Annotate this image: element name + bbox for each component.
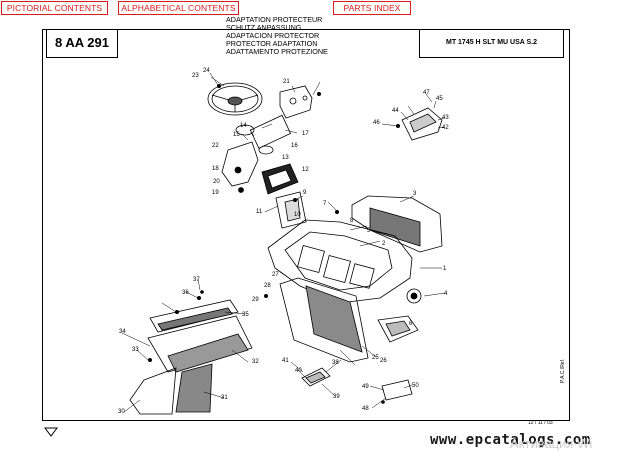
- section-titles: ADAPTATION PROTECTEUR SCHUTZ ANPASSUNG A…: [226, 16, 328, 56]
- callout-50: 50: [412, 383, 419, 389]
- leader-lines: [121, 72, 446, 413]
- callout-13: 13: [282, 155, 289, 161]
- callout-41: 41: [282, 358, 289, 364]
- callout-36: 36: [182, 290, 189, 296]
- website-url: www.epcatalogs.com: [430, 432, 591, 448]
- title-es: ADAPTACION PROTECTOR: [226, 31, 320, 40]
- callout-42: 42: [442, 125, 449, 131]
- mount-plate: [381, 379, 413, 401]
- callout-9: 9: [303, 190, 307, 196]
- callout-22: 22: [212, 143, 219, 149]
- footer-rule: [42, 420, 570, 422]
- page-down-arrow-icon[interactable]: [44, 427, 58, 437]
- callout-27: 27: [272, 272, 279, 278]
- side-panels: [129, 299, 253, 415]
- callout-4: 4: [444, 291, 448, 297]
- callout-12: 12: [302, 167, 309, 173]
- callout-1: 1: [443, 266, 447, 272]
- column-boot: [261, 163, 307, 229]
- callout-16: 16: [291, 143, 298, 149]
- callout-8: 8: [350, 218, 354, 224]
- callout-23: 23: [192, 73, 199, 79]
- title-de: SCHUTZ ANPASSUNG: [226, 23, 302, 32]
- callout-39: 39: [333, 394, 340, 400]
- callout-21: 21: [283, 79, 290, 85]
- lower-panel: [279, 277, 369, 363]
- mount-bracket: [279, 85, 313, 119]
- section-code: 8 AA 291: [46, 29, 118, 58]
- callout-6: 6: [409, 321, 413, 327]
- callout-48: 48: [362, 406, 369, 412]
- title-en: PROTECTOR ADAPTATION: [226, 39, 318, 48]
- callout-labels: 1 2 3 4 5 6 7 8 9 10 11 12 13 14 15 16 1…: [118, 68, 449, 415]
- callout-37: 37: [193, 277, 200, 283]
- callout-3: 3: [413, 191, 417, 197]
- callout-10: 10: [294, 212, 301, 218]
- callout-11: 11: [256, 209, 263, 215]
- title-fr: ADAPTATION PROTECTEUR: [226, 15, 323, 24]
- parts-index-button[interactable]: PARTS INDEX: [333, 1, 411, 15]
- callout-24: 24: [203, 68, 210, 74]
- callout-38: 38: [332, 360, 339, 366]
- callout-7: 7: [323, 201, 327, 207]
- callout-14: 14: [240, 123, 247, 129]
- callout-49: 49: [362, 384, 369, 390]
- callout-32: 32: [252, 359, 259, 365]
- activation-watermark: Активация Wi: [510, 436, 593, 451]
- callout-26: 26: [380, 358, 387, 364]
- callout-29: 29: [252, 297, 259, 303]
- callout-19: 19: [212, 190, 219, 196]
- callout-45: 45: [436, 96, 443, 102]
- callout-40: 40: [295, 368, 302, 374]
- callout-17: 17: [302, 131, 309, 137]
- left-border: [42, 29, 44, 420]
- callout-28: 28: [264, 283, 271, 289]
- callout-18: 18: [212, 166, 219, 172]
- callout-20: 20: [213, 179, 220, 185]
- callout-46: 46: [373, 120, 380, 126]
- revision-date: 12 / 11 / 03: [528, 420, 553, 426]
- callout-31: 31: [221, 395, 228, 401]
- callout-43: 43: [442, 115, 449, 121]
- steering-wheel: [207, 82, 263, 116]
- callout-47: 47: [423, 90, 430, 96]
- right-border: [569, 29, 571, 420]
- model-label: MT 1745 H SLT MU USA S.2: [419, 29, 564, 58]
- callout-34: 34: [119, 329, 126, 335]
- callout-25: 25: [372, 355, 379, 361]
- callout-15: 15: [233, 132, 240, 138]
- air-vent: [377, 315, 419, 343]
- small-bracket: [301, 367, 331, 387]
- steering-column-parts: [221, 114, 292, 193]
- header-rule: [42, 29, 570, 31]
- alphabetical-contents-button[interactable]: ALPHABETICAL CONTENTS: [118, 1, 239, 15]
- side-reference: P.A.C./Ref.: [560, 358, 566, 383]
- pictorial-contents-button[interactable]: PICTORIAL CONTENTS: [1, 1, 108, 15]
- callout-44: 44: [392, 108, 399, 114]
- callout-33: 33: [132, 347, 139, 353]
- title-it: ADATTAMENTO PROTEZIONE: [226, 47, 328, 56]
- callout-5: 5: [367, 228, 371, 234]
- callout-35: 35: [242, 312, 249, 318]
- callout-30: 30: [118, 409, 125, 415]
- upper-shelf: [351, 195, 443, 253]
- callout-2: 2: [382, 241, 386, 247]
- right-bracket: [401, 107, 443, 141]
